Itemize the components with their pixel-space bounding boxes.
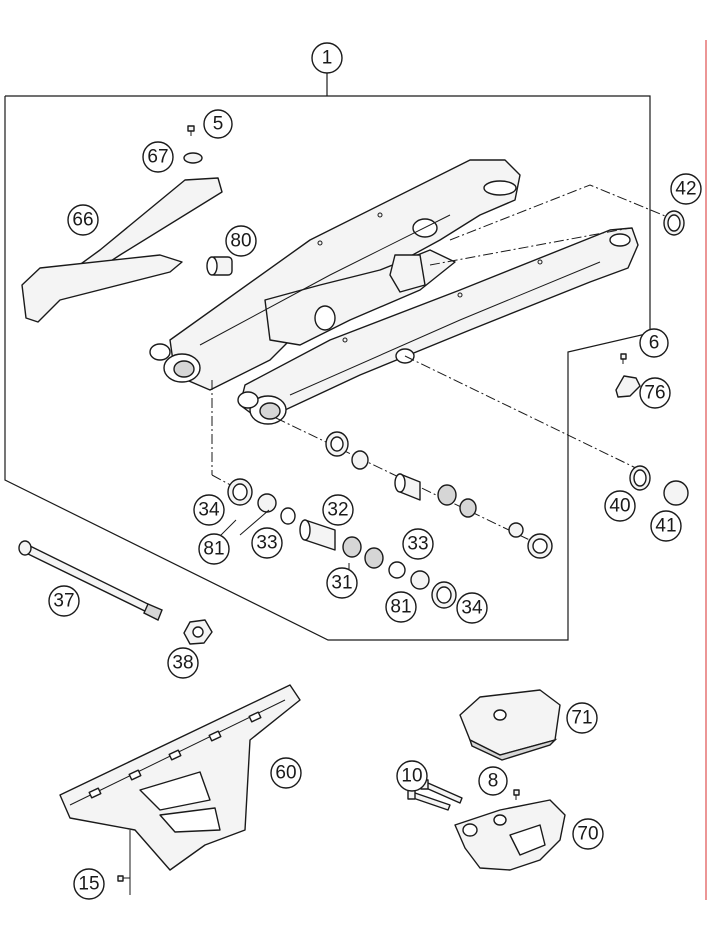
slider-screw xyxy=(187,125,195,136)
callout-circle xyxy=(193,494,225,526)
chain-guide-block xyxy=(459,689,561,761)
callout-label: 10 xyxy=(401,766,422,787)
callout-label: 80 xyxy=(230,231,251,252)
callout-circle xyxy=(670,173,702,205)
callout-label: 31 xyxy=(331,573,352,594)
callout-81: 81 xyxy=(198,533,230,565)
callout-circle xyxy=(385,591,417,623)
callout-10: 10 xyxy=(396,760,428,792)
pivot-axle xyxy=(18,540,163,621)
callout-34: 34 xyxy=(193,494,225,526)
callout-circle xyxy=(67,204,99,236)
callout-76: 76 xyxy=(639,377,671,409)
callout-34: 34 xyxy=(456,592,488,624)
callout-label: 15 xyxy=(78,874,99,895)
callout-circle xyxy=(456,592,488,624)
callout-label: 6 xyxy=(649,333,660,354)
callout-label: 32 xyxy=(327,500,348,521)
callout-60: 60 xyxy=(270,757,302,789)
callout-label: 76 xyxy=(644,383,665,404)
callout-circle xyxy=(396,760,428,792)
callout-label: 42 xyxy=(675,179,696,200)
callout-1-label: 1 xyxy=(322,48,333,69)
callout-81: 81 xyxy=(385,591,417,623)
callout-70: 70 xyxy=(572,818,604,850)
callout-circle xyxy=(203,109,233,139)
chain-slider xyxy=(21,177,223,323)
callout-80: 80 xyxy=(225,225,257,257)
callout-label: 67 xyxy=(147,147,168,168)
assembly-frame xyxy=(4,72,651,641)
callout-circle xyxy=(142,141,174,173)
callout-33: 33 xyxy=(251,527,283,559)
callout-circle xyxy=(402,528,434,560)
callout-circle xyxy=(251,527,283,559)
callout-circle xyxy=(326,567,358,599)
callout-circle xyxy=(270,757,302,789)
callout-66: 66 xyxy=(67,204,99,236)
slider-washer xyxy=(183,152,203,164)
callout-circle xyxy=(478,766,508,796)
callout-32: 32 xyxy=(322,494,354,526)
callout-circle xyxy=(48,585,80,617)
callout-67: 67 xyxy=(142,141,174,173)
callout-label: 40 xyxy=(609,496,630,517)
callout-8: 8 xyxy=(478,766,508,796)
callout-label: 8 xyxy=(488,771,499,792)
clip-screw xyxy=(620,353,627,364)
callout-label: 81 xyxy=(390,597,411,618)
callout-label: 34 xyxy=(461,598,483,619)
callout-circle xyxy=(566,702,598,734)
chain-guide-bracket xyxy=(454,799,566,871)
callout-label: 37 xyxy=(53,591,74,612)
callout-1: 1 xyxy=(311,42,343,74)
callout-circle xyxy=(198,533,230,565)
callout-label: 71 xyxy=(571,708,592,729)
callout-circle xyxy=(639,328,669,358)
pivot-hardware-lower xyxy=(227,478,457,609)
callout-circle xyxy=(572,818,604,850)
callout-31: 31 xyxy=(326,567,358,599)
seal-ring xyxy=(663,210,685,236)
guide-screw xyxy=(513,789,520,800)
callout-label: 33 xyxy=(407,534,428,555)
callout-label: 34 xyxy=(198,500,220,521)
callout-label: 5 xyxy=(213,114,224,135)
pivot-hardware-upper xyxy=(325,431,553,559)
callout-label: 81 xyxy=(203,539,224,560)
callout-circle xyxy=(167,647,199,679)
callout-circle xyxy=(73,868,105,900)
callout-label: 38 xyxy=(172,653,193,674)
callout-label: 70 xyxy=(577,824,598,845)
cable-clip xyxy=(615,375,641,398)
callout-37: 37 xyxy=(48,585,80,617)
callout-5: 5 xyxy=(203,109,233,139)
callout-15: 15 xyxy=(73,868,105,900)
callout-6: 6 xyxy=(639,328,669,358)
callout-label: 60 xyxy=(275,763,296,784)
callout-71: 71 xyxy=(566,702,598,734)
callout-33: 33 xyxy=(402,528,434,560)
callout-circle xyxy=(225,225,257,257)
callout-40: 40 xyxy=(604,490,636,522)
callout-circle xyxy=(639,377,671,409)
callout-group: 5 67 66 80 42 6 76 40 41 34 81 33 32 33 31 81 34 37 38 60 71… xyxy=(48,109,702,900)
callout-label: 33 xyxy=(256,533,277,554)
callout-label: 41 xyxy=(655,516,676,537)
callout-circle xyxy=(604,490,636,522)
callout-38: 38 xyxy=(167,647,199,679)
callout-circle xyxy=(650,510,682,542)
axle-nut xyxy=(183,619,213,645)
guard-screw xyxy=(117,875,130,882)
callout-circle xyxy=(322,494,354,526)
chain-guard xyxy=(59,684,301,895)
callout-42: 42 xyxy=(670,173,702,205)
swingarm xyxy=(149,159,639,425)
spring-and-cap xyxy=(629,465,689,506)
bushing xyxy=(206,256,233,276)
callout-41: 41 xyxy=(650,510,682,542)
callout-label: 66 xyxy=(72,210,93,231)
